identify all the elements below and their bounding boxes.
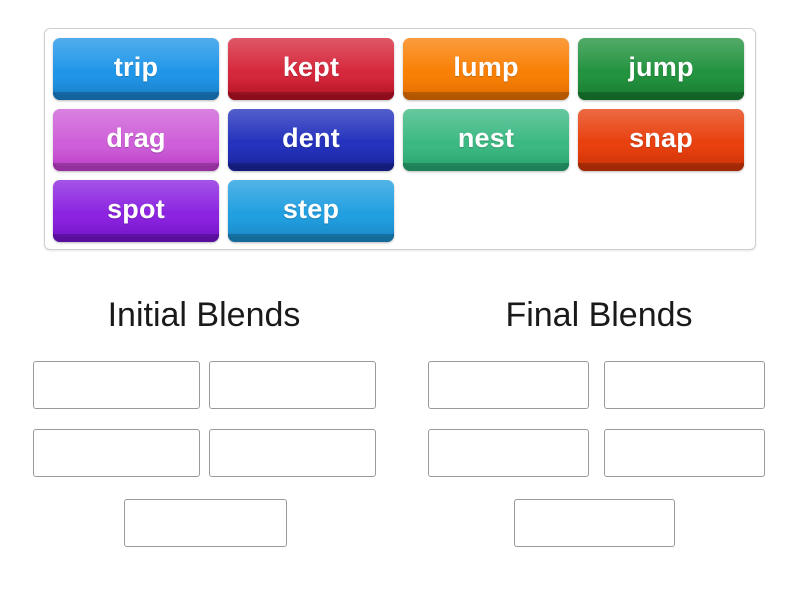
dropzone-initial-1[interactable] [33,361,200,409]
dropzone-initial-4[interactable] [209,429,376,477]
word-tile-jump[interactable]: jump [578,38,744,100]
dropzone-final-2[interactable] [604,361,765,409]
word-tile-label: lump [453,52,519,82]
word-tile-kept[interactable]: kept [228,38,394,100]
word-bank-row-3: spot step [53,180,747,242]
word-tile-drag[interactable]: drag [53,109,219,171]
word-tile-lump[interactable]: lump [403,38,569,100]
word-tile-snap[interactable]: snap [578,109,744,171]
word-tile-dent[interactable]: dent [228,109,394,171]
dropzone-initial-3[interactable] [33,429,200,477]
word-tile-label: trip [113,52,159,82]
word-tile-label: kept [282,52,340,82]
word-tile-placeholder [578,180,744,242]
word-tile-trip[interactable]: trip [53,38,219,100]
category-heading-final-blends: Final Blends [505,296,693,334]
word-tile-label: spot [107,194,165,224]
word-tile-label: drag [106,123,166,153]
word-tile-label: snap [629,123,693,153]
word-tile-placeholder [403,180,569,242]
word-tile-label: step [282,194,340,224]
dropzone-final-1[interactable] [428,361,589,409]
dropzone-final-3[interactable] [428,429,589,477]
word-bank-row-1: trip kept lump jump [53,38,747,100]
word-bank-panel: trip kept lump jump drag dent nest [44,28,756,250]
word-tile-nest[interactable]: nest [403,109,569,171]
dropzone-initial-2[interactable] [209,361,376,409]
word-tile-spot[interactable]: spot [53,180,219,242]
dropzone-final-5[interactable] [514,499,675,547]
word-tile-label: nest [457,123,515,153]
dropzone-initial-5[interactable] [124,499,287,547]
word-tile-label: jump [628,52,694,82]
word-bank-row-2: drag dent nest snap [53,109,747,171]
dropzone-final-4[interactable] [604,429,765,477]
word-tile-label: dent [282,123,340,153]
word-tile-step[interactable]: step [228,180,394,242]
category-heading-initial-blends: Initial Blends [107,296,301,334]
